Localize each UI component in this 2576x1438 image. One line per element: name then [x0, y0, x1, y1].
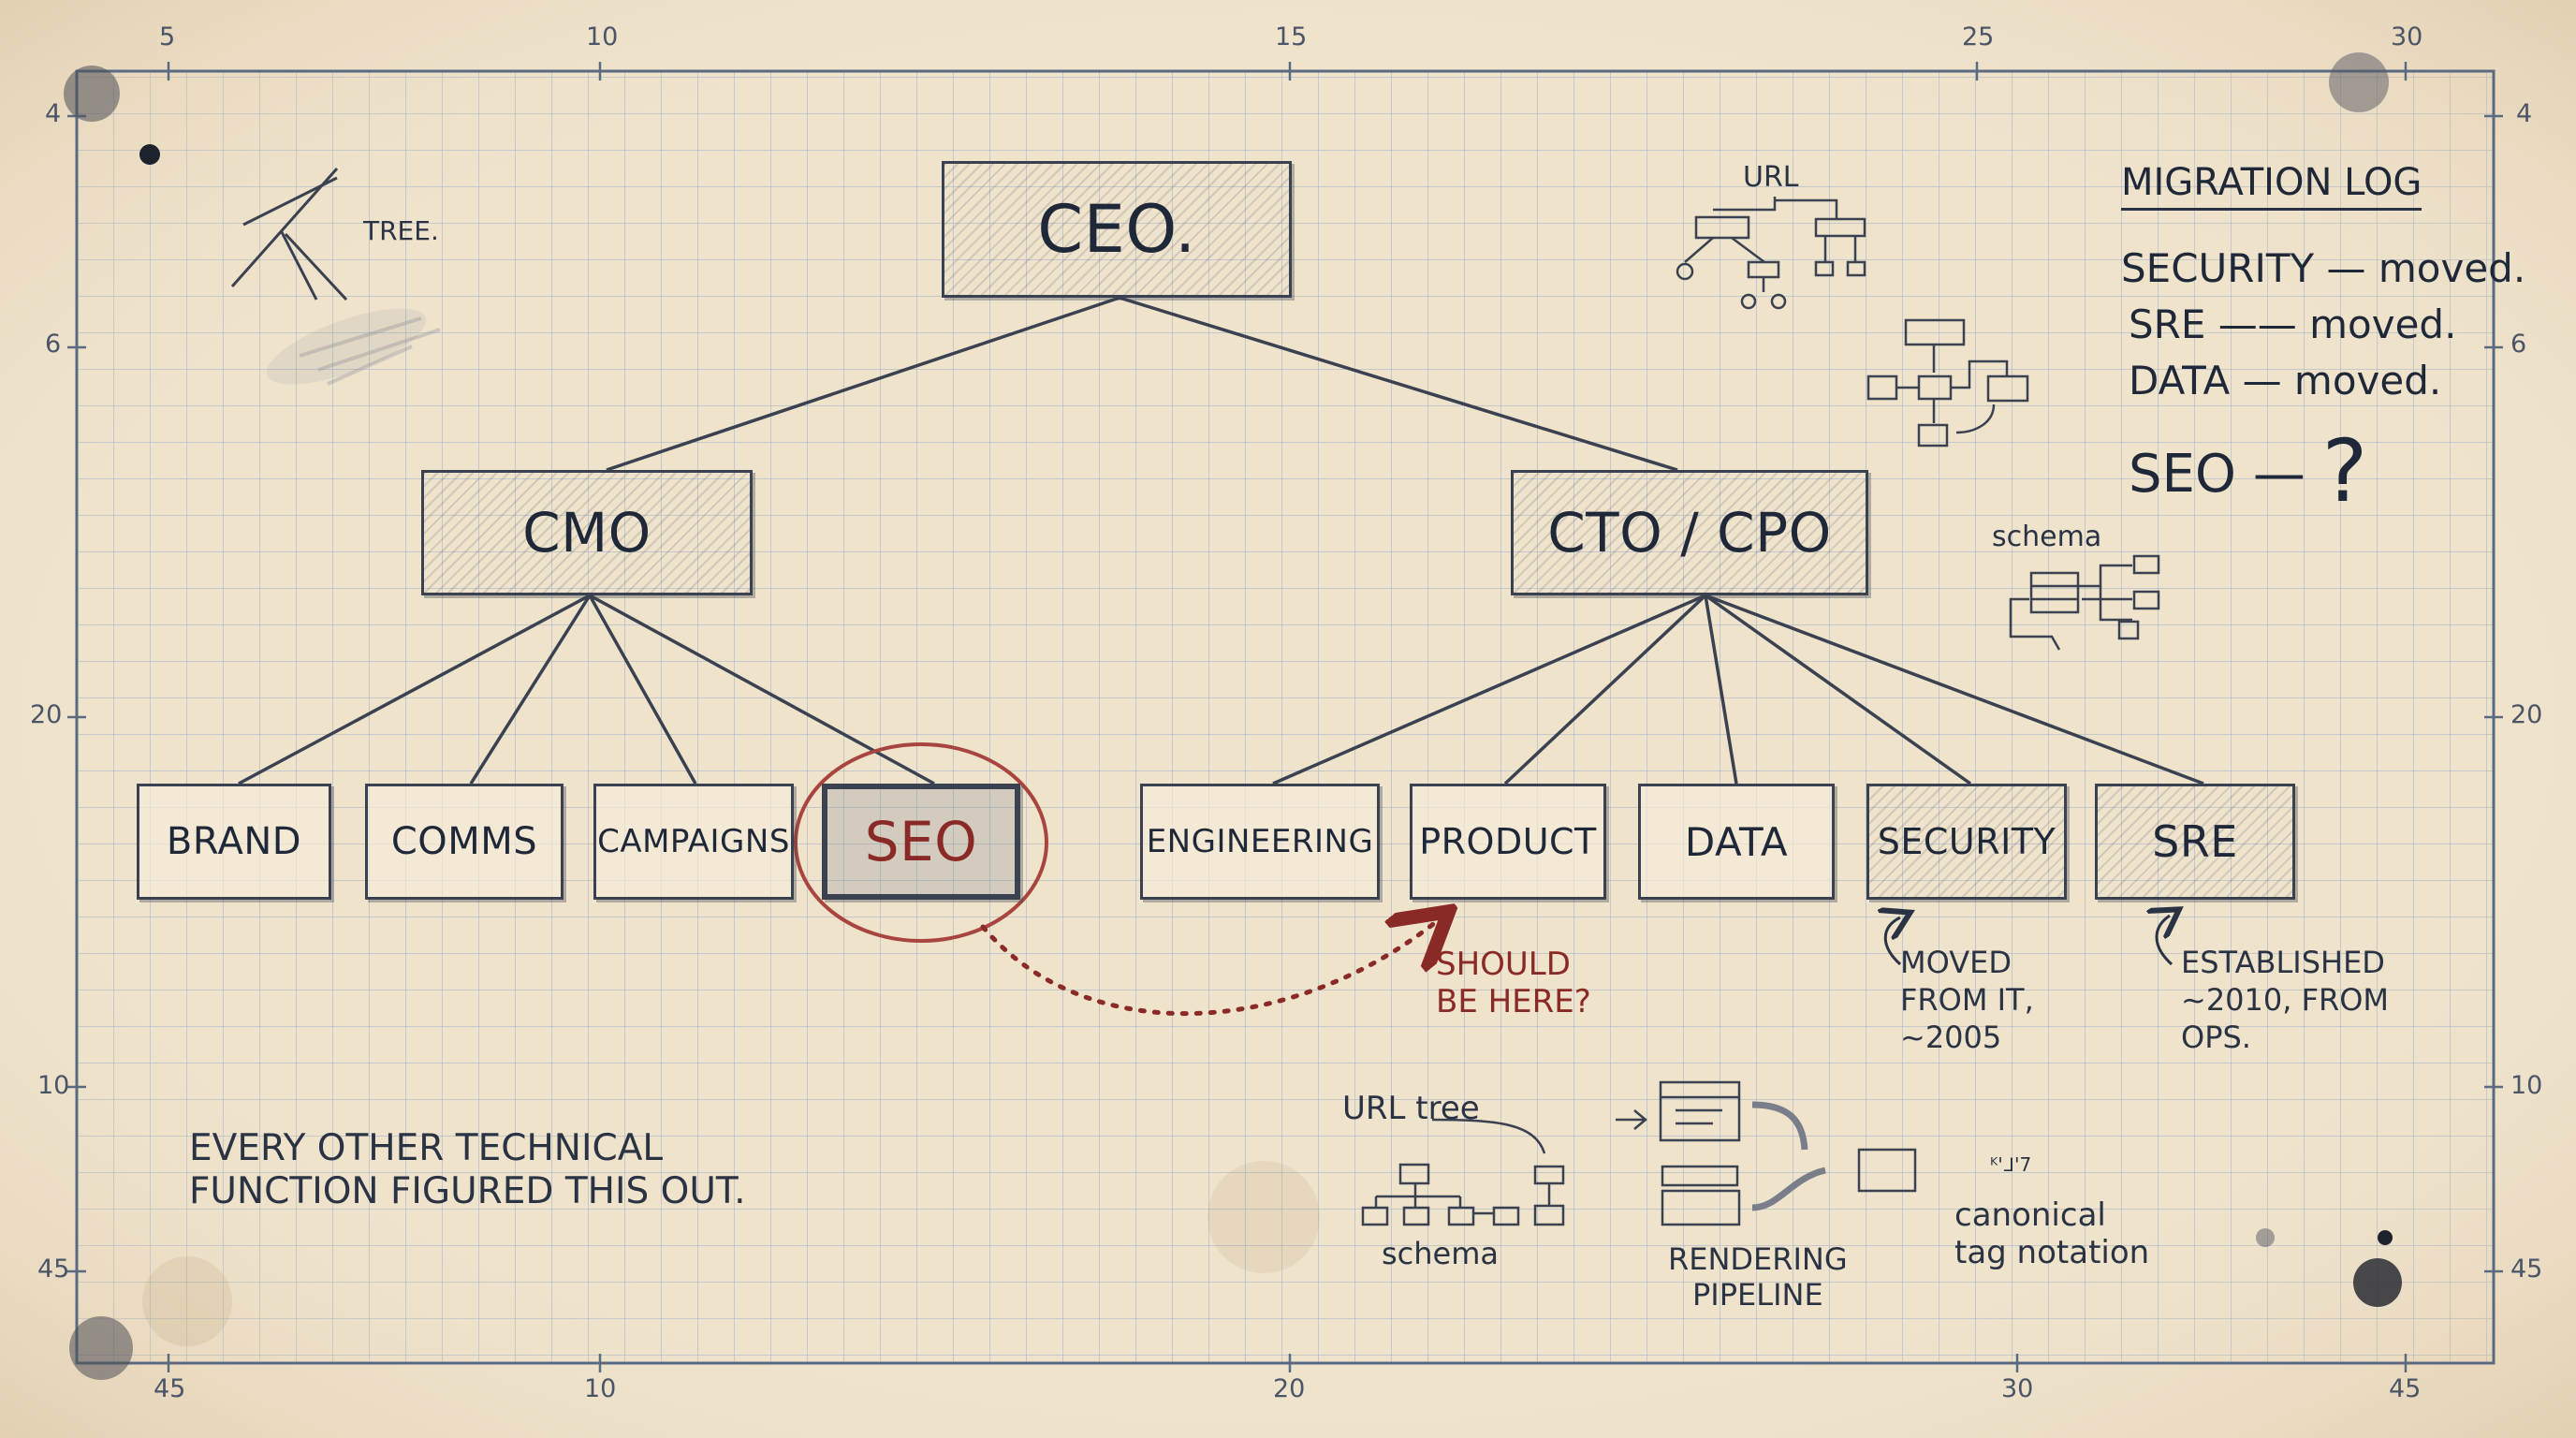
- rendering-pipeline-label: RENDERING PIPELINE: [1668, 1241, 1848, 1313]
- schema-sketch: [2009, 554, 2160, 651]
- node-product: PRODUCT: [1410, 784, 1606, 900]
- security-moved-note: MOVED FROM IT, ~2005: [1900, 945, 2034, 1055]
- schema-label-right: schema: [1992, 521, 2102, 553]
- ruler-top-2: 10: [586, 22, 619, 51]
- flow-sketch: [1866, 318, 2029, 448]
- migration-log-entry: SECURITY — moved.: [2121, 245, 2526, 291]
- ruler-left-4: 10: [37, 1071, 70, 1100]
- url-tree-label: URL tree: [1342, 1090, 1480, 1127]
- url-sketch: [1676, 197, 1866, 310]
- ruler-right-2: 6: [2510, 330, 2527, 359]
- ruler-right-3: 20: [2510, 700, 2543, 729]
- node-brand: BRAND: [137, 784, 331, 900]
- ruler-left-1: 4: [45, 99, 62, 128]
- node-sre: SRE: [2095, 784, 2295, 900]
- ruler-right-5: 45: [2510, 1255, 2543, 1284]
- ruler-left-5: 45: [37, 1255, 70, 1284]
- node-cmo: CMO: [421, 470, 753, 595]
- migration-log-entry: SRE —— moved.: [2129, 301, 2457, 347]
- ruler-right-1: 4: [2516, 99, 2533, 128]
- ruler-top-4: 25: [1962, 22, 1995, 51]
- sre-established-note: ESTABLISHED ~2010, FROM OPS.: [2181, 945, 2390, 1055]
- node-security: SECURITY: [1866, 784, 2067, 900]
- url-label: URL: [1743, 161, 1799, 194]
- ruler-bottom-3: 20: [1273, 1374, 1306, 1403]
- tree-sketch: [230, 168, 348, 301]
- migration-log-open-entry: SEO — ?: [2129, 421, 2368, 521]
- should-be-here-note: SHOULD BE HERE?: [1436, 946, 1591, 1020]
- url-tree-sketch: [1361, 1118, 1565, 1226]
- migration-log-title: MIGRATION LOG: [2121, 161, 2422, 211]
- ruler-bottom-2: 10: [584, 1374, 617, 1403]
- ruler-left-2: 6: [45, 330, 62, 359]
- node-data: DATA: [1638, 784, 1835, 900]
- move-arrow: [980, 917, 1442, 1017]
- tree-label: TREE.: [363, 215, 439, 246]
- ruler-top-3: 15: [1275, 22, 1308, 51]
- canonical-label: canonical tag notation: [1954, 1196, 2150, 1271]
- node-ceo: CEO.: [942, 161, 1292, 298]
- bottom-left-note: EVERY OTHER TECHNICAL FUNCTION FIGURED T…: [189, 1127, 746, 1212]
- seo-circle: [794, 742, 1048, 943]
- ruler-bottom-1: 45: [154, 1374, 186, 1403]
- ruler-top-1: 5: [159, 22, 176, 51]
- ink-stains: [64, 52, 2402, 1380]
- node-campaigns: CAMPAIGNS: [593, 784, 794, 900]
- ruler-left-3: 20: [30, 700, 63, 729]
- ruler-bottom-5: 45: [2389, 1374, 2422, 1403]
- rendering-pipeline-sketch: [1616, 1080, 1917, 1226]
- node-seo: SEO: [822, 784, 1020, 900]
- migration-log-entry: DATA — moved.: [2129, 358, 2442, 404]
- schema-label-bottom: schema: [1382, 1236, 1500, 1271]
- ruler-right-4: 10: [2510, 1071, 2543, 1100]
- node-cto-cpo: CTO / CPO: [1511, 470, 1868, 595]
- canonical-glyph: ᴷ'ᒧ'7: [1990, 1153, 2032, 1176]
- ruler-top-5: 30: [2391, 22, 2423, 51]
- node-comms: COMMS: [365, 784, 564, 900]
- node-engineering: ENGINEERING: [1140, 784, 1380, 900]
- ruler-bottom-4: 30: [2001, 1374, 2034, 1403]
